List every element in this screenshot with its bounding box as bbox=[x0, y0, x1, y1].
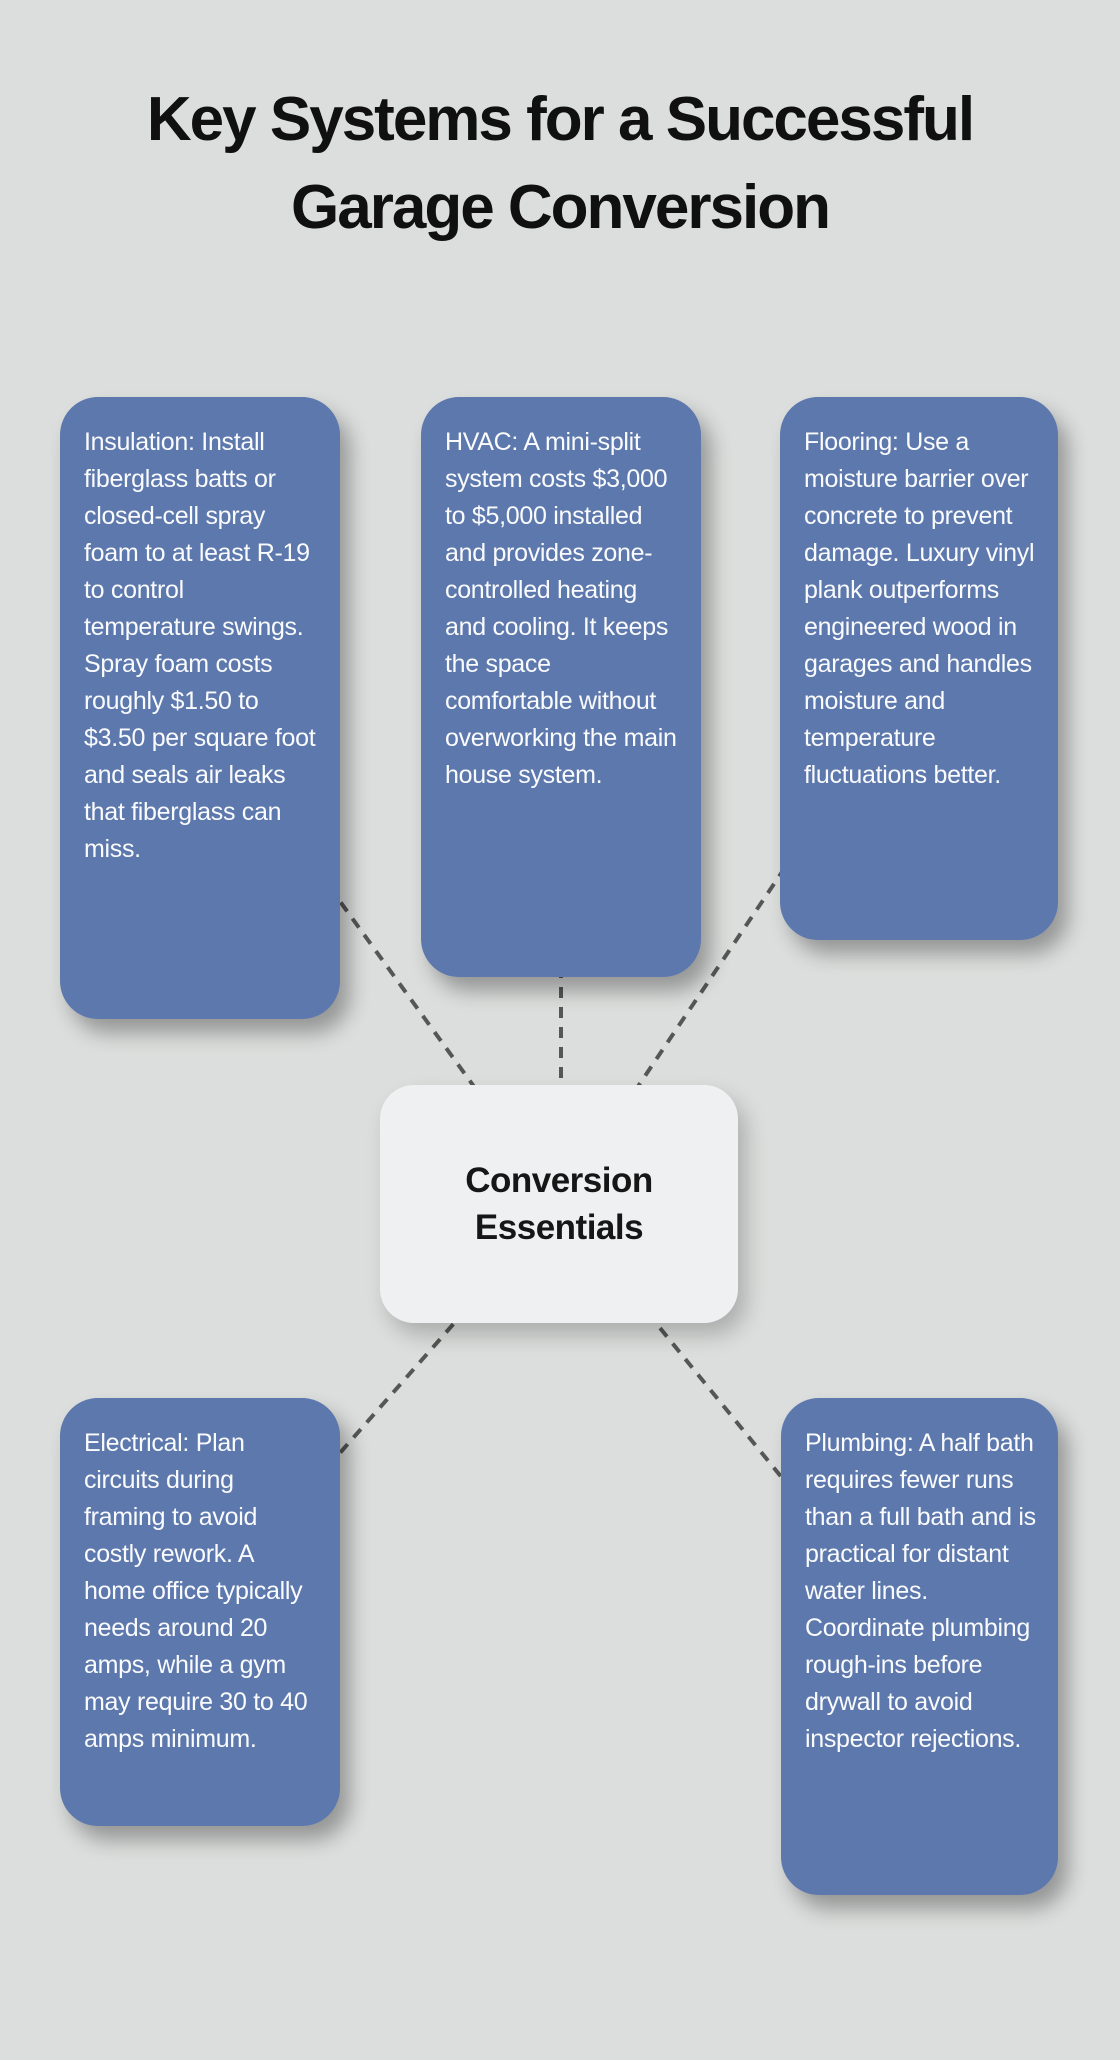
node-flooring: Flooring: Use a moisture barrier over co… bbox=[780, 397, 1058, 940]
page-title-line2: Garage Conversion bbox=[291, 173, 831, 242]
page-title-line1: Key Systems for a Successful bbox=[146, 85, 975, 154]
node-hvac: HVAC: A mini-split system costs $3,000 t… bbox=[421, 397, 701, 977]
node-hvac-text: HVAC: A mini-split system costs $3,000 t… bbox=[445, 428, 677, 789]
node-insulation: Insulation: Install fiberglass batts or … bbox=[60, 397, 340, 1019]
node-insulation-text: Insulation: Install fiberglass batts or … bbox=[84, 428, 316, 863]
node-electrical: Electrical: Plan circuits during framing… bbox=[60, 1398, 340, 1826]
center-node: Conversion Essentials bbox=[380, 1085, 738, 1323]
node-plumbing: Plumbing: A half bath requires fewer run… bbox=[781, 1398, 1058, 1895]
node-electrical-text: Electrical: Plan circuits during framing… bbox=[84, 1429, 308, 1753]
node-flooring-text: Flooring: Use a moisture barrier over co… bbox=[804, 428, 1035, 789]
center-node-label: Conversion Essentials bbox=[465, 1161, 653, 1247]
node-plumbing-text: Plumbing: A half bath requires fewer run… bbox=[805, 1429, 1036, 1753]
connector-center-plumbing bbox=[557, 1202, 921, 1648]
